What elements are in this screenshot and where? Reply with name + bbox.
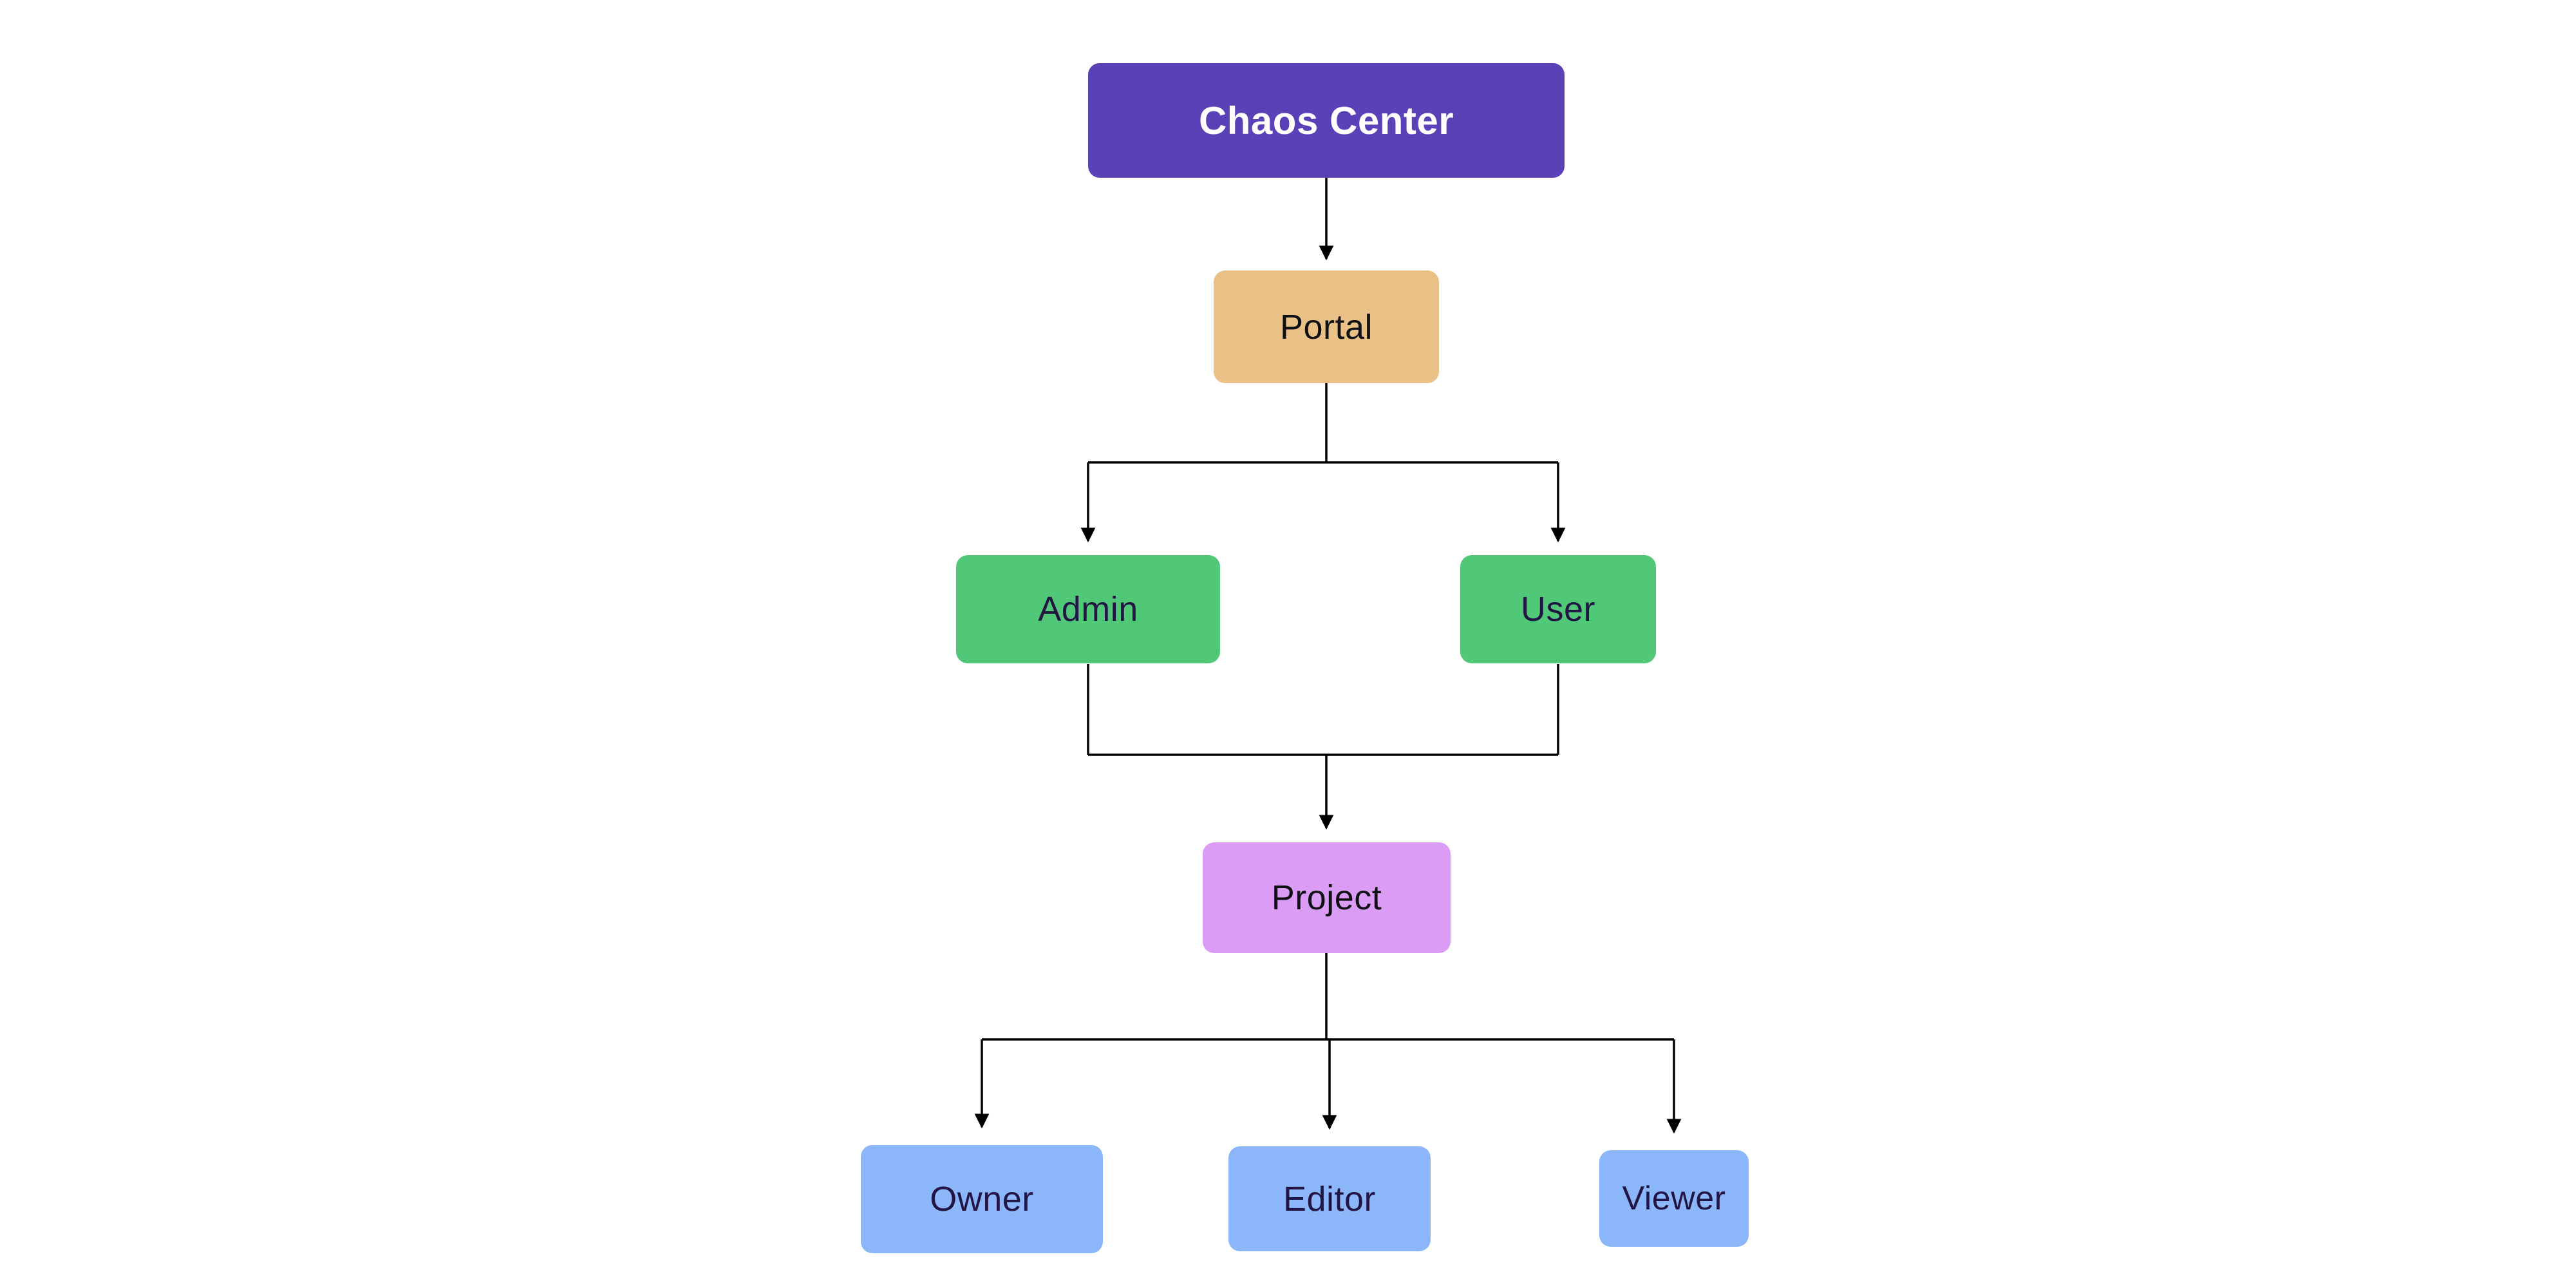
node-project: Project [1203, 842, 1451, 953]
node-editor-label: Editor [1283, 1179, 1377, 1218]
node-chaos-center-label: Chaos Center [1198, 99, 1454, 142]
node-admin-label: Admin [1038, 590, 1138, 629]
node-portal: Portal [1214, 270, 1439, 383]
node-viewer-label: Viewer [1622, 1180, 1726, 1217]
node-chaos-center: Chaos Center [1088, 63, 1565, 178]
node-portal-label: Portal [1279, 307, 1373, 346]
node-owner: Owner [861, 1145, 1103, 1253]
node-user-label: User [1520, 590, 1595, 629]
node-owner-label: Owner [930, 1180, 1034, 1218]
node-viewer: Viewer [1599, 1150, 1749, 1247]
node-editor: Editor [1228, 1146, 1431, 1251]
node-user: User [1460, 555, 1656, 663]
node-project-label: Project [1271, 878, 1382, 917]
node-admin: Admin [956, 555, 1220, 663]
